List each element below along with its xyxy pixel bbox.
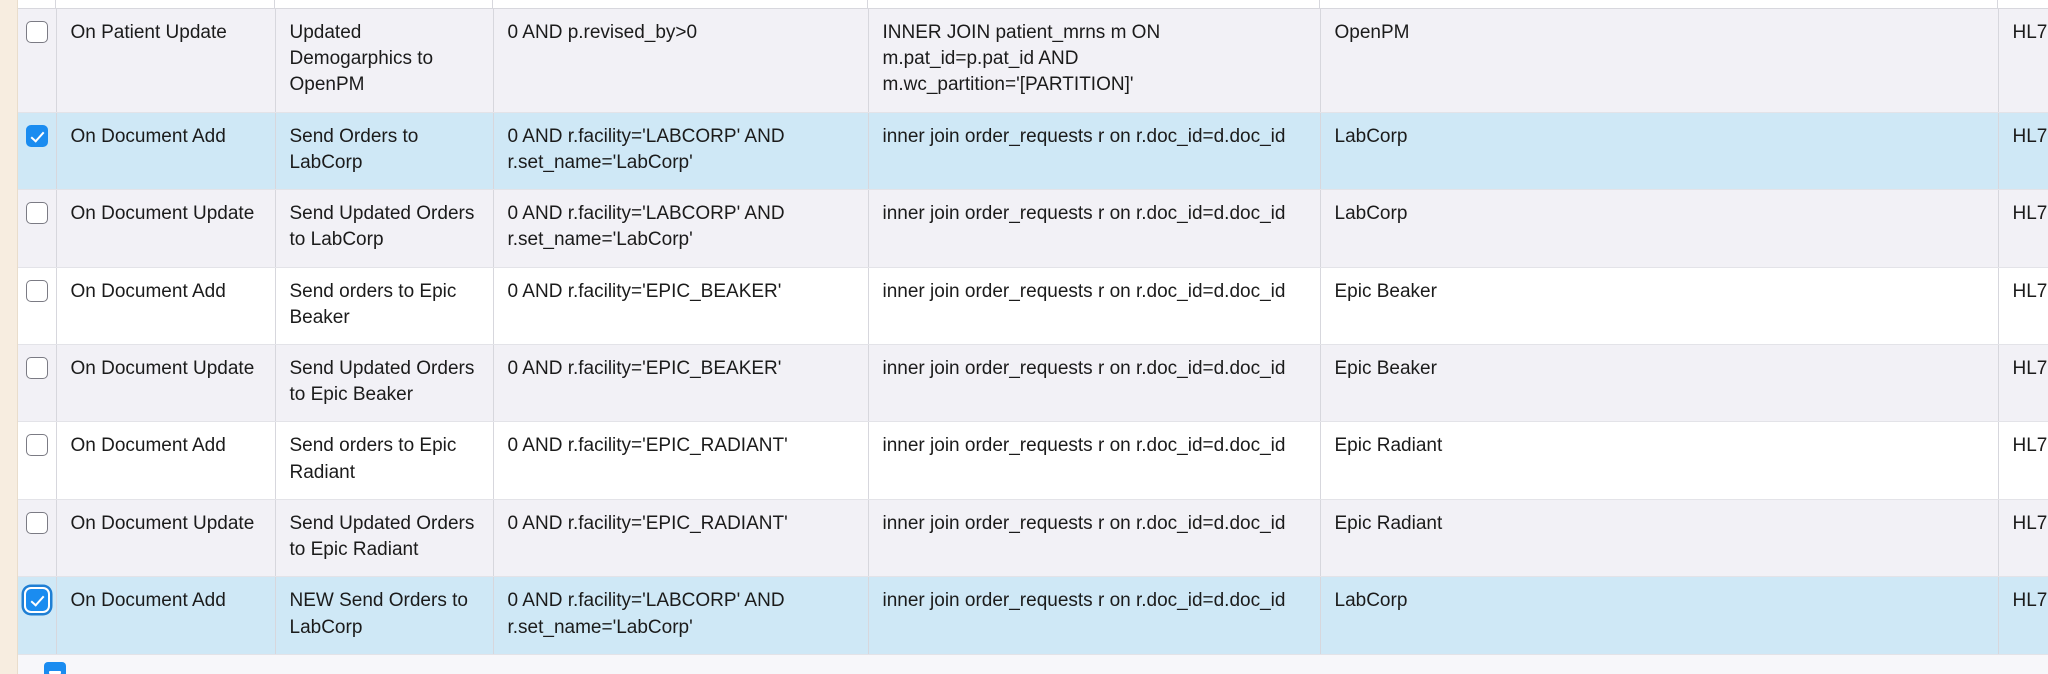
cell-name: Send Updated Orders to LabCorp bbox=[275, 189, 494, 268]
cell-condition: 0 AND r.facility='EPIC_RADIANT' bbox=[493, 499, 869, 578]
cell-destination: Epic Radiant bbox=[1320, 499, 1999, 578]
cell-name: Send Updated Orders to Epic Radiant bbox=[275, 499, 494, 578]
cell-format: HL7 bbox=[1998, 421, 2048, 500]
row-checkbox[interactable] bbox=[25, 124, 48, 147]
cell-format: HL7 bbox=[1998, 267, 2048, 345]
cell-condition: 0 AND r.facility='EPIC_BEAKER' bbox=[493, 344, 869, 423]
row-checkbox[interactable] bbox=[25, 511, 48, 534]
cell-join: INNER JOIN patient_mrns m ON m.pat_id=p.… bbox=[868, 9, 1321, 113]
cell-join: inner join order_requests r on r.doc_id=… bbox=[868, 344, 1321, 423]
row-checkbox[interactable] bbox=[25, 356, 48, 379]
row-select-cell[interactable] bbox=[18, 189, 57, 268]
cell-trigger: On Document Add bbox=[56, 267, 276, 345]
cell-name: Send orders to Epic Beaker bbox=[275, 267, 494, 345]
table-row[interactable]: On Document Add NEW Send Orders to LabCo… bbox=[18, 576, 2048, 655]
column-header-sliver bbox=[18, 0, 2048, 9]
header-divider-5 bbox=[1319, 0, 1320, 8]
cell-condition: 0 AND r.facility='LABCORP' AND r.set_nam… bbox=[493, 189, 869, 268]
cell-destination: Epic Beaker bbox=[1320, 344, 1999, 423]
cell-join: inner join order_requests r on r.doc_id=… bbox=[868, 189, 1321, 268]
cell-format: HL7 bbox=[1998, 112, 2048, 191]
row-select-cell[interactable] bbox=[18, 267, 57, 345]
cell-destination: OpenPM bbox=[1320, 9, 1999, 113]
table-row[interactable]: On Document Add Send orders to Epic Radi… bbox=[18, 421, 2048, 500]
cell-format: HL7 bbox=[1998, 576, 2048, 655]
cell-destination: Epic Beaker bbox=[1320, 267, 1999, 345]
cell-condition: 0 AND r.facility='LABCORP' AND r.set_nam… bbox=[493, 112, 869, 191]
row-checkbox[interactable] bbox=[25, 202, 48, 225]
row-checkbox[interactable] bbox=[25, 589, 48, 612]
row-select-cell[interactable] bbox=[18, 421, 57, 500]
cell-condition: 0 AND r.facility='LABCORP' AND r.set_nam… bbox=[493, 576, 869, 655]
cell-format: HL7 bbox=[1998, 344, 2048, 423]
header-divider-4 bbox=[867, 0, 868, 8]
minus-icon[interactable] bbox=[44, 661, 66, 674]
interface-rules-table: On Patient Update Updated Demogarphics t… bbox=[18, 9, 2048, 655]
cell-trigger: On Document Update bbox=[56, 344, 276, 423]
row-select-cell[interactable] bbox=[18, 9, 57, 113]
cell-name: Updated Demogarphics to OpenPM bbox=[275, 9, 494, 113]
header-divider-2 bbox=[274, 0, 275, 8]
row-select-cell[interactable] bbox=[18, 576, 57, 655]
cell-destination: LabCorp bbox=[1320, 576, 1999, 655]
cell-name: Send orders to Epic Radiant bbox=[275, 421, 494, 500]
cell-condition: 0 AND r.facility='EPIC_RADIANT' bbox=[493, 421, 869, 500]
cell-trigger: On Patient Update bbox=[56, 9, 276, 113]
group-footer-strip bbox=[18, 654, 2048, 674]
cell-condition: 0 AND p.revised_by>0 bbox=[493, 9, 869, 113]
header-divider-3 bbox=[492, 0, 493, 8]
cell-join: inner join order_requests r on r.doc_id=… bbox=[868, 267, 1321, 345]
cell-format: HL7 bbox=[1998, 189, 2048, 268]
table-body: On Patient Update Updated Demogarphics t… bbox=[18, 9, 2048, 655]
table-row[interactable]: On Document Update Send Updated Orders t… bbox=[18, 189, 2048, 268]
cell-format: HL7 bbox=[1998, 9, 2048, 113]
cell-join: inner join order_requests r on r.doc_id=… bbox=[868, 421, 1321, 500]
row-checkbox[interactable] bbox=[25, 21, 48, 43]
row-checkbox[interactable] bbox=[25, 279, 48, 302]
table-row[interactable]: On Document Update Send Updated Orders t… bbox=[18, 344, 2048, 423]
cell-trigger: On Document Update bbox=[56, 189, 276, 268]
cell-name: Send Updated Orders to Epic Beaker bbox=[275, 344, 494, 423]
cell-condition: 0 AND r.facility='EPIC_BEAKER' bbox=[493, 267, 869, 345]
grid-viewport[interactable]: On Patient Update Updated Demogarphics t… bbox=[18, 0, 2048, 674]
row-checkbox[interactable] bbox=[25, 434, 48, 457]
cell-trigger: On Document Update bbox=[56, 499, 276, 578]
header-divider-1 bbox=[55, 0, 56, 8]
cell-trigger: On Document Add bbox=[56, 112, 276, 191]
table-row[interactable]: On Document Update Send Updated Orders t… bbox=[18, 499, 2048, 578]
table-row[interactable]: On Patient Update Updated Demogarphics t… bbox=[18, 9, 2048, 113]
cell-join: inner join order_requests r on r.doc_id=… bbox=[868, 499, 1321, 578]
row-select-cell[interactable] bbox=[18, 344, 57, 423]
row-select-cell[interactable] bbox=[18, 499, 57, 578]
cell-destination: LabCorp bbox=[1320, 112, 1999, 191]
cell-join: inner join order_requests r on r.doc_id=… bbox=[868, 576, 1321, 655]
header-divider-6 bbox=[1997, 0, 1998, 8]
cell-destination: LabCorp bbox=[1320, 189, 1999, 268]
cell-destination: Epic Radiant bbox=[1320, 421, 1999, 500]
cell-format: HL7 bbox=[1998, 499, 2048, 578]
cell-name: Send Orders to LabCorp bbox=[275, 112, 494, 191]
cell-name: NEW Send Orders to LabCorp bbox=[275, 576, 494, 655]
cell-join: inner join order_requests r on r.doc_id=… bbox=[868, 112, 1321, 191]
table-row[interactable]: On Document Add Send orders to Epic Beak… bbox=[18, 267, 2048, 345]
cell-trigger: On Document Add bbox=[56, 576, 276, 655]
cell-trigger: On Document Add bbox=[56, 421, 276, 500]
row-select-cell[interactable] bbox=[18, 112, 57, 191]
left-gutter-strip bbox=[0, 0, 18, 674]
table-row[interactable]: On Document Add Send Orders to LabCorp 0… bbox=[18, 112, 2048, 191]
